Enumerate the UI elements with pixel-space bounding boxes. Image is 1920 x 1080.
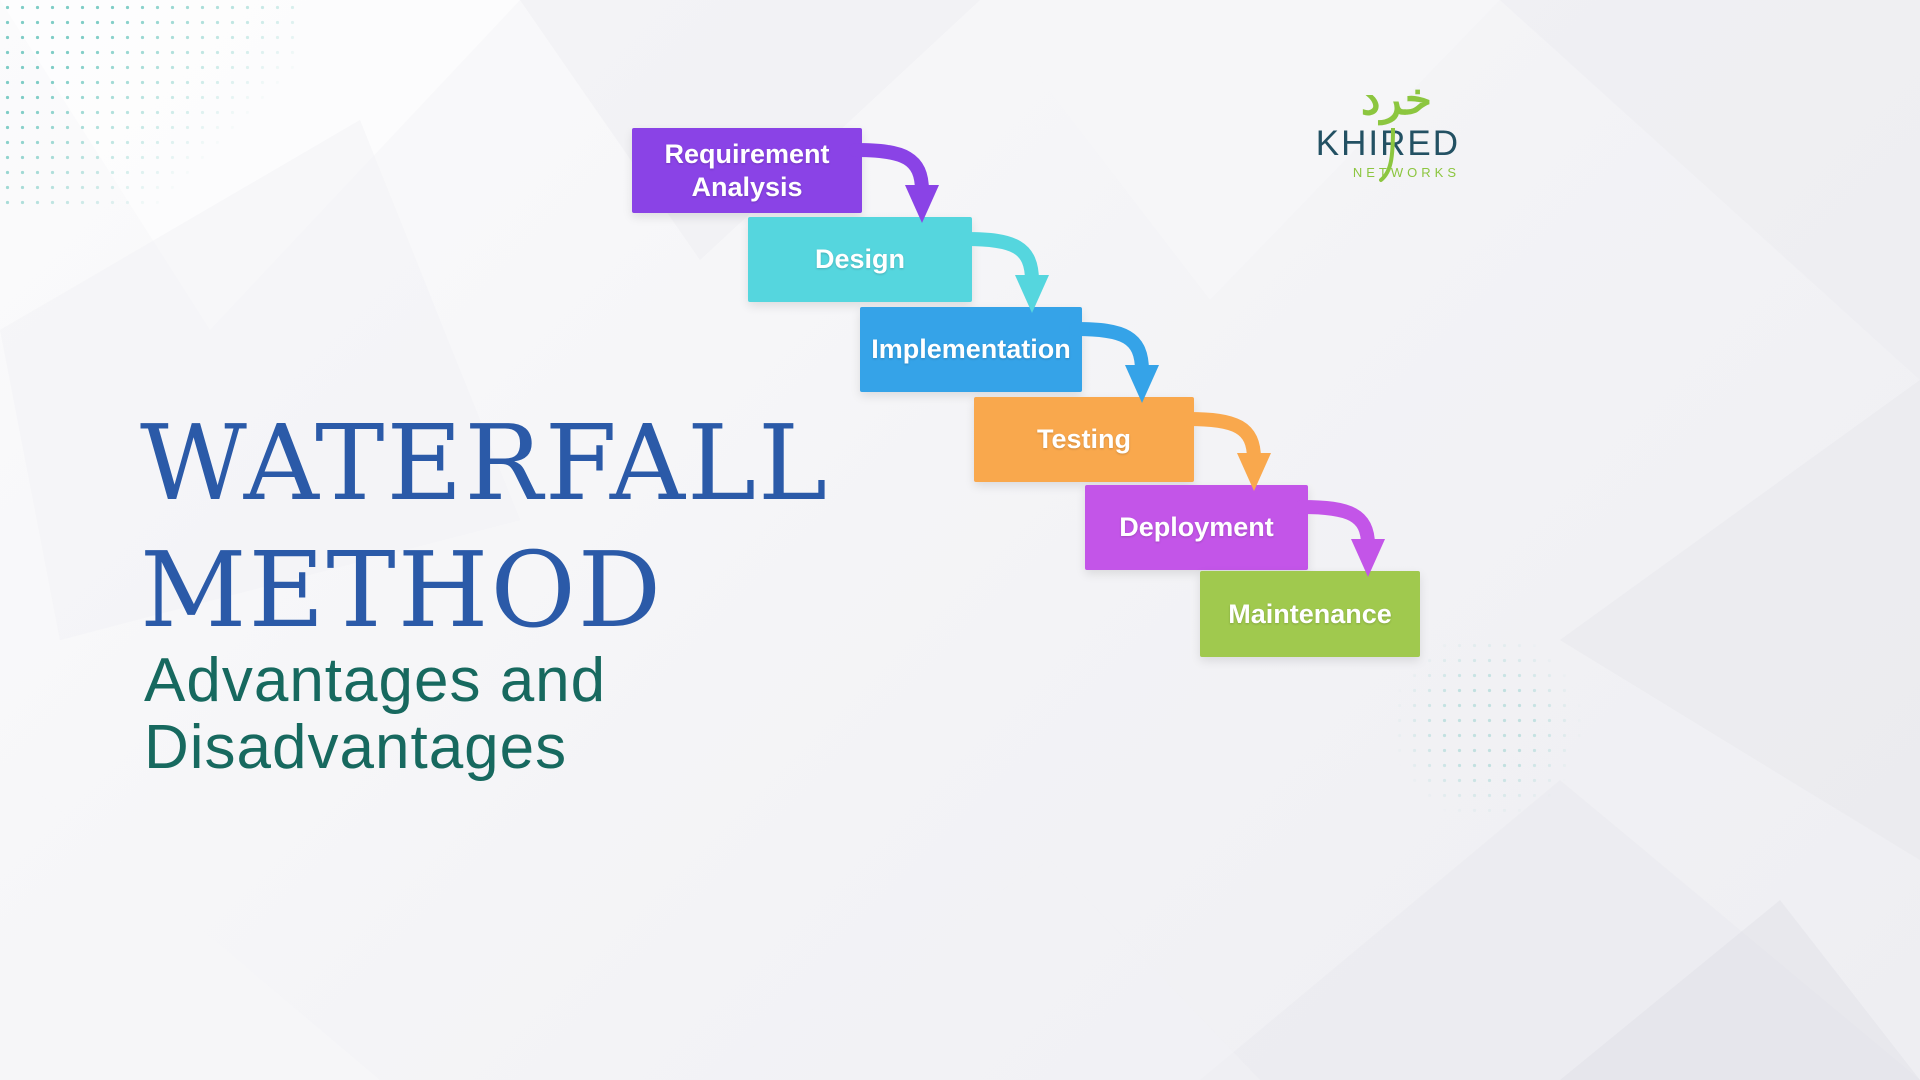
dot-pattern-top-left [0,0,300,215]
khired-networks-logo: خرد KHIRED NETWORKS [1290,75,1460,182]
subtitle-line-2: Disadvantages [144,712,568,782]
page-title: WATERFALL METHOD [140,400,829,654]
logo-j-stroke-icon [1378,128,1395,182]
flow-arrow-1 [849,143,939,223]
logo-wordmark: KHIRED [1316,124,1460,182]
step-label: Deployment [1119,512,1274,543]
logo-arabic-glyph: خرد [1360,75,1432,124]
page-subtitle: Advantages and Disadvantages [144,646,607,782]
waterfall-step-design: Design [748,217,972,302]
step-label: Testing [1037,424,1131,455]
waterfall-step-implementation: Implementation [860,307,1082,392]
title-line-2: METHOD [140,528,664,651]
step-label: Implementation [871,334,1071,365]
flow-arrow-4 [1181,412,1271,491]
step-label: Design [814,244,906,275]
waterfall-step-testing: Testing [974,397,1194,482]
logo-subtext: NETWORKS [1352,165,1460,180]
waterfall-step-requirement-analysis: Requirement Analysis [632,128,862,213]
step-label: Requirement Analysis [664,139,830,202]
dot-pattern-bottom-right [1392,638,1582,813]
subtitle-line-1: Advantages and [144,646,607,715]
waterfall-step-maintenance: Maintenance [1200,571,1420,657]
flow-arrow-2 [959,232,1049,313]
waterfall-step-deployment: Deployment [1085,485,1308,570]
step-label: Maintenance [1228,598,1392,629]
flow-arrow-5 [1295,500,1385,577]
title-line-1: WATERFALL [140,402,830,524]
flow-arrow-3 [1069,322,1159,403]
